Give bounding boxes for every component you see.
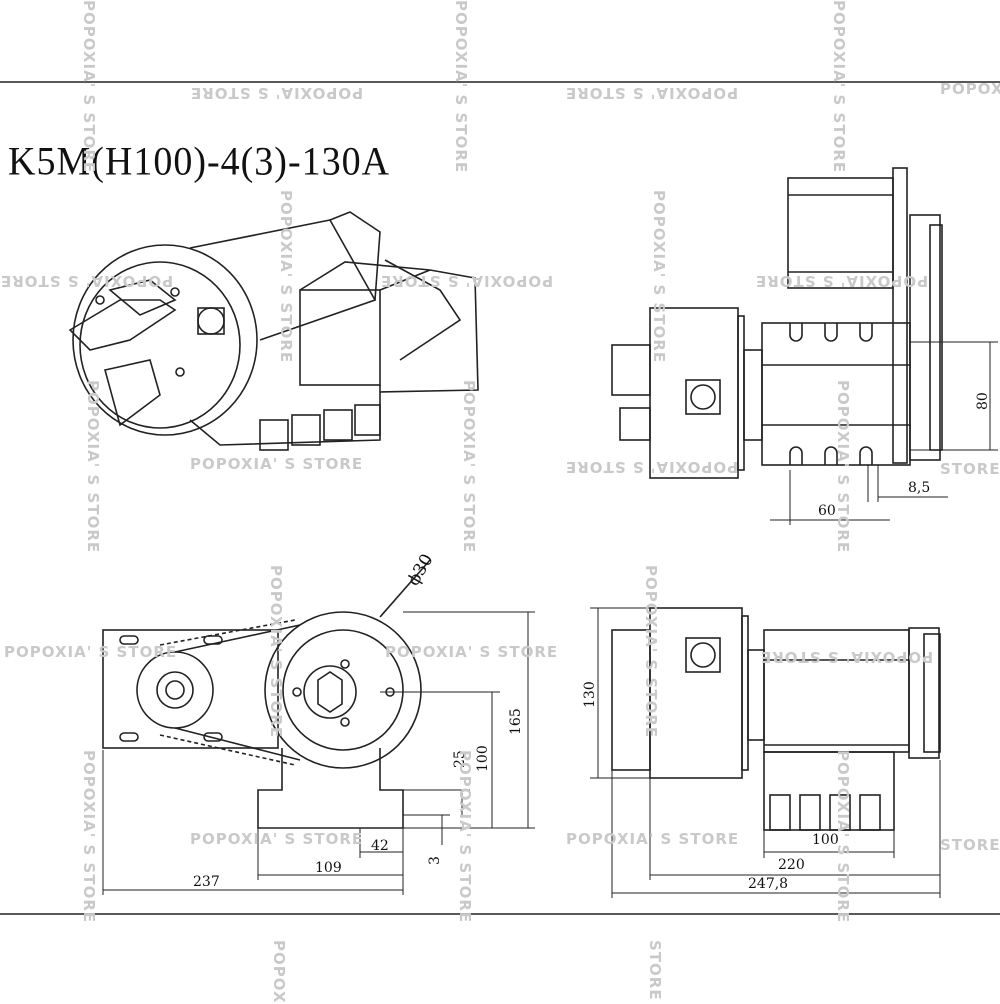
watermark-text: POPOXIA' S STORE [80, 0, 98, 174]
watermark-text: POPOXIA' S STORE [277, 190, 295, 364]
dim-label: 100 [812, 832, 839, 848]
dim-label: 8,5 [908, 480, 931, 496]
watermark-text: POPOXIA' S STORE [830, 0, 848, 174]
bottom-right-dim-lines [590, 607, 941, 898]
watermark-text: POPOXIA' S STORE [834, 380, 852, 554]
watermark-text: POPOXIA' S STORE [642, 565, 660, 739]
dim-label: 80 [975, 392, 991, 410]
watermark-text: STORE [646, 940, 664, 1001]
top-right-dim-lines [770, 341, 998, 525]
watermark-text: POPOXIA' S STORE [755, 272, 929, 290]
watermark-text: POPOXIA' S STORE [190, 830, 364, 848]
watermark-text: POPOX [940, 80, 1000, 98]
bottom-right-view [611, 607, 941, 831]
top-right-view [611, 167, 943, 479]
watermark-text: POPOXIA' S STORE [190, 84, 364, 102]
dim-label: 100 [475, 745, 491, 772]
bottom-left-dim-lines [102, 611, 535, 895]
dim-label: 42 [371, 838, 389, 854]
watermark-text: POPOXIA' S STORE [650, 190, 668, 364]
watermark-text: POPOXIA' S STORE [385, 643, 559, 661]
watermark-text: POPOXIA' S STORE [456, 750, 474, 924]
dim-label: 109 [315, 860, 342, 876]
watermark-text: POPOXIA' S STORE [84, 380, 102, 554]
dim-label: 247,8 [748, 876, 789, 892]
watermark-text: POPOX [270, 940, 288, 1004]
dim-label: 130 [582, 681, 598, 708]
watermark-text: STORE [940, 836, 1000, 854]
dim-label: 3 [427, 856, 443, 865]
dim-label: 237 [193, 874, 220, 890]
watermark-text: POPOXIA' S STORE [380, 272, 554, 290]
watermark-text: POPOXIA' S STORE [565, 458, 739, 476]
watermark-text: POPOXIA' S STORE [4, 643, 178, 661]
watermark-text: POPOXIA' S STORE [760, 648, 934, 666]
isometric-view [68, 211, 479, 451]
watermark-text: POPOXIA' S STORE [80, 750, 98, 924]
watermark-text: POPOXIA' S STORE [0, 272, 174, 290]
model-title: K5M(H100)-4(3)-130A [8, 139, 391, 185]
watermark-text: POPOXIA' S STORE [452, 0, 470, 174]
watermark-text: STORE [940, 460, 1000, 478]
watermark-text: POPOXIA' S STORE [267, 565, 285, 739]
watermark-text: POPOXIA' S STORE [834, 750, 852, 924]
dim-label: 220 [778, 857, 805, 873]
watermark-text: POPOXIA' S STORE [566, 830, 740, 848]
watermark-text: POPOXIA' S STORE [190, 455, 364, 473]
dim-label: 165 [508, 708, 524, 735]
watermark-text: POPOXIA' S STORE [460, 380, 478, 554]
dim-label: 60 [818, 503, 836, 519]
watermark-text: POPOXIA' S STORE [565, 84, 739, 102]
